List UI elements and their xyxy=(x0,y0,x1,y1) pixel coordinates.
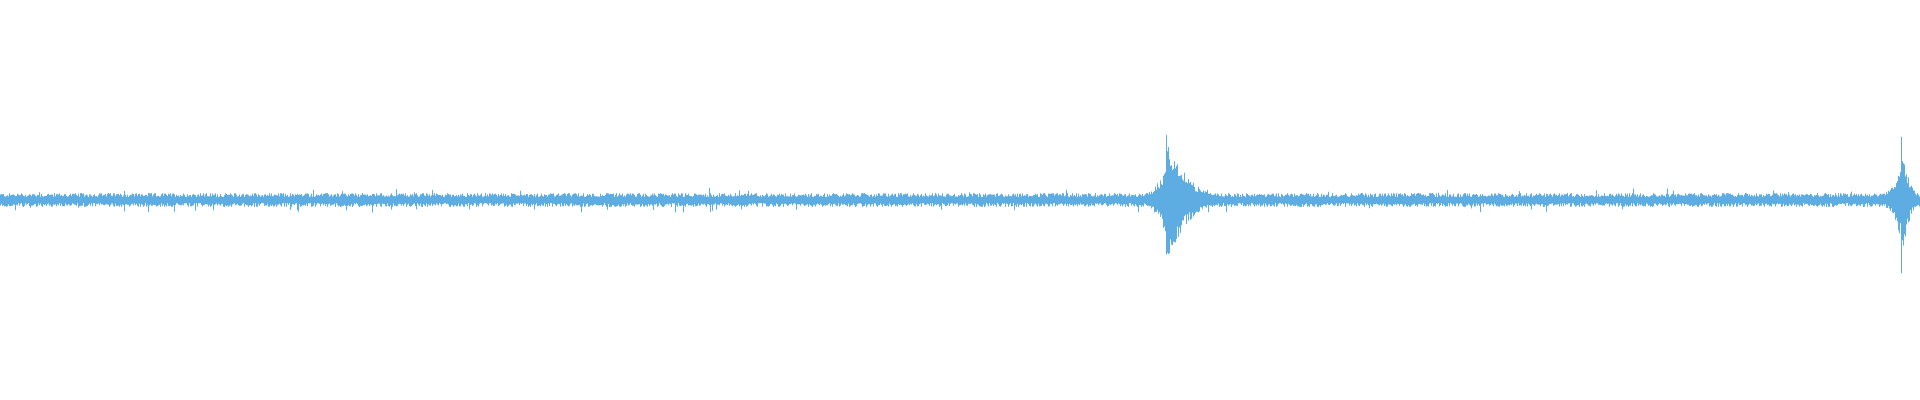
waveform-trace xyxy=(0,135,1920,274)
